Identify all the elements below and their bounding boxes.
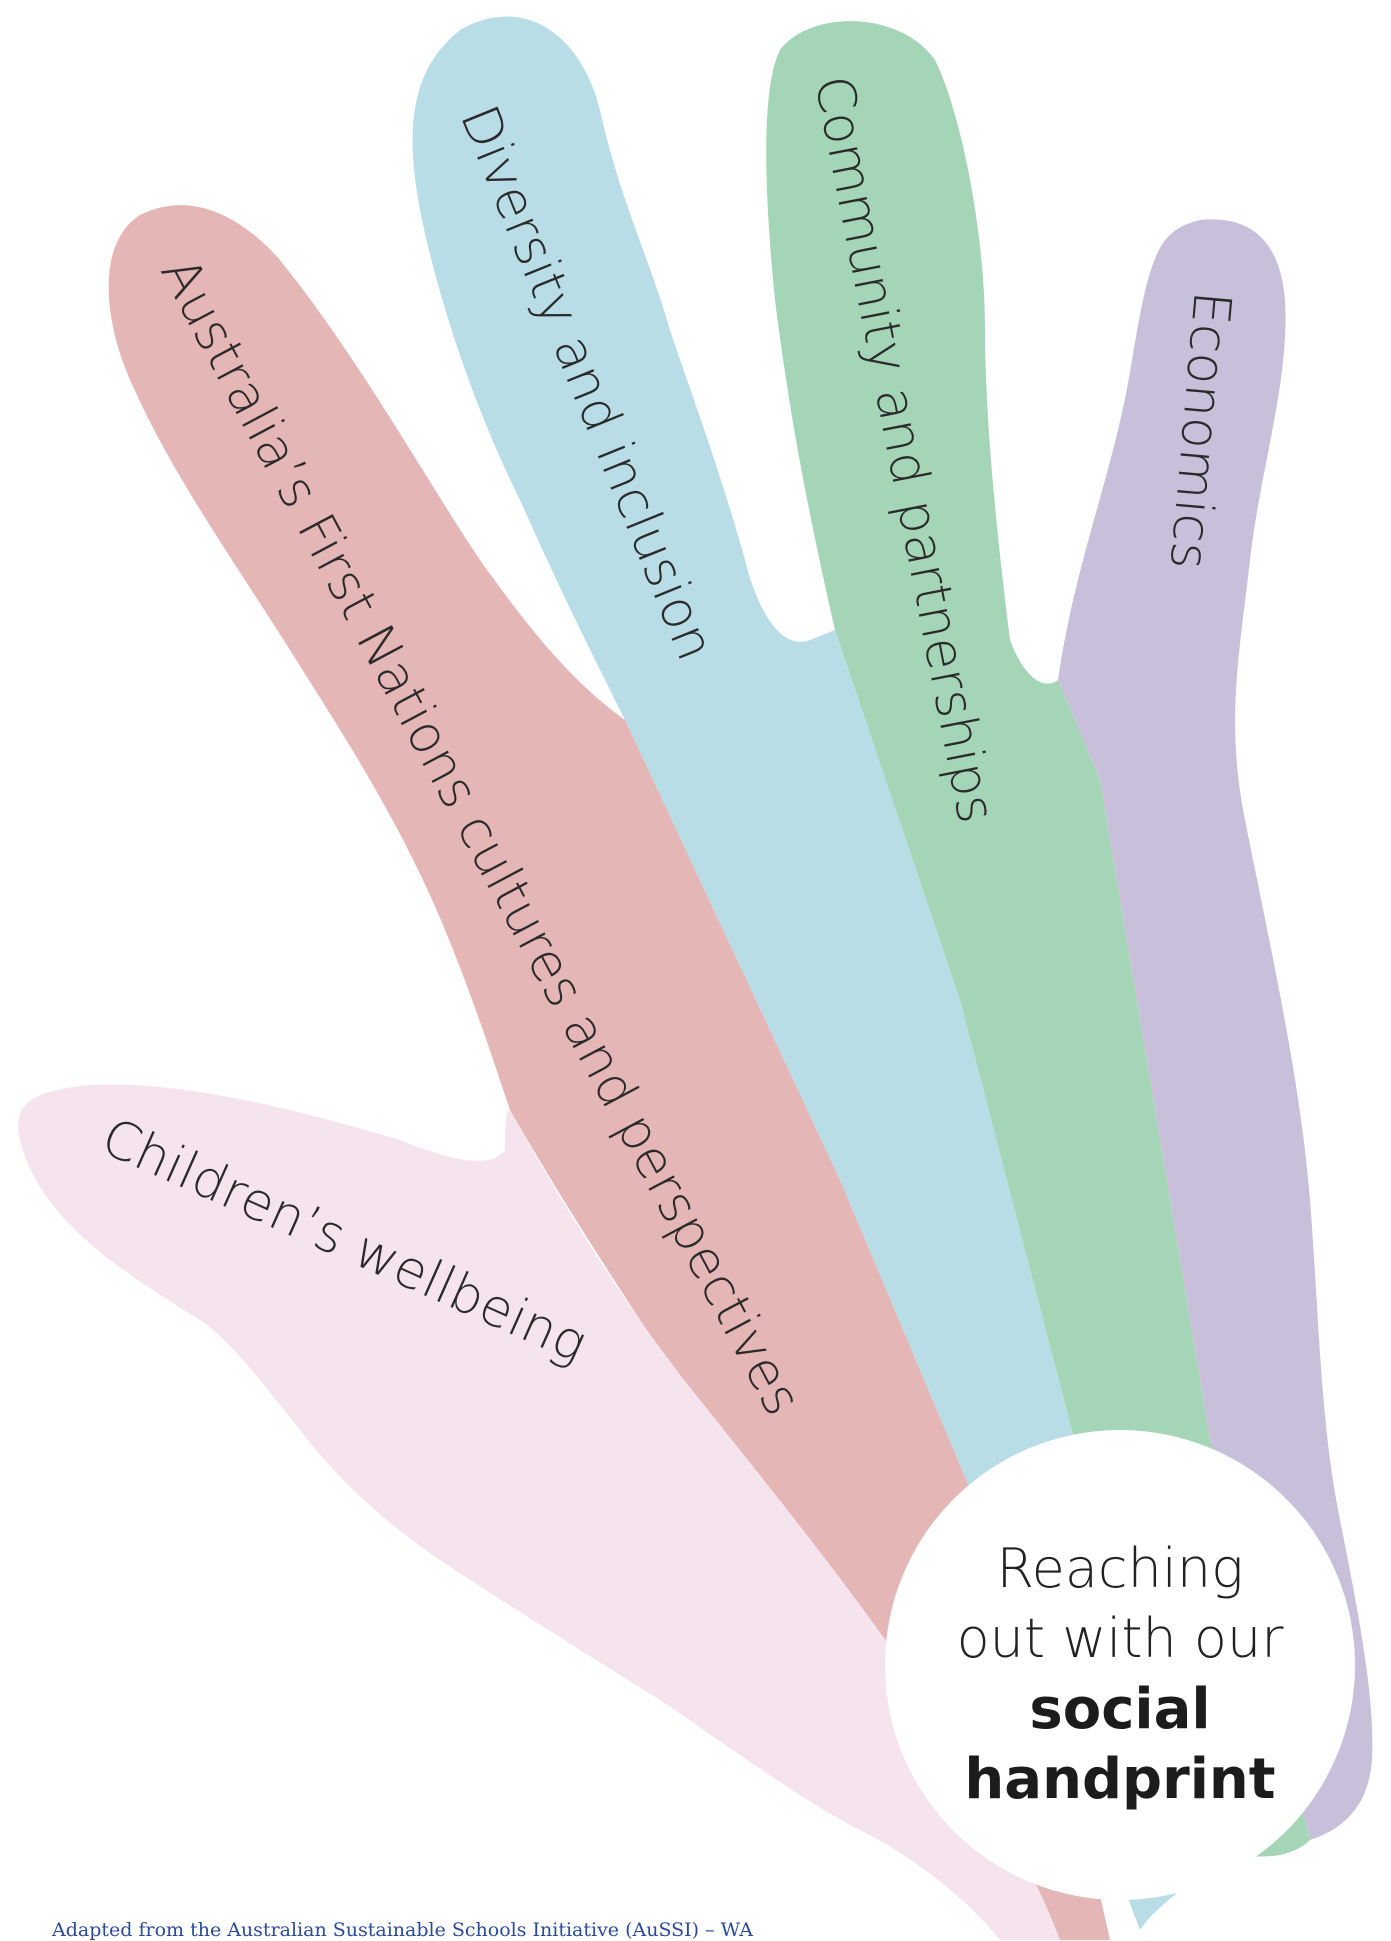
center-line-3: social [1029,1677,1210,1742]
center-line-4: handprint [964,1747,1275,1812]
center-circle [885,1430,1355,1900]
pinky-finger [1058,219,1373,1840]
ring-finger [766,21,1310,1857]
center-line-1: Reaching [997,1537,1244,1600]
source-credit: Adapted from the Australian Sustainable … [52,1919,753,1941]
thumb-and-palm [18,1084,1060,1940]
center-line-2: out with our [957,1607,1285,1670]
index-finger [108,205,1110,1940]
